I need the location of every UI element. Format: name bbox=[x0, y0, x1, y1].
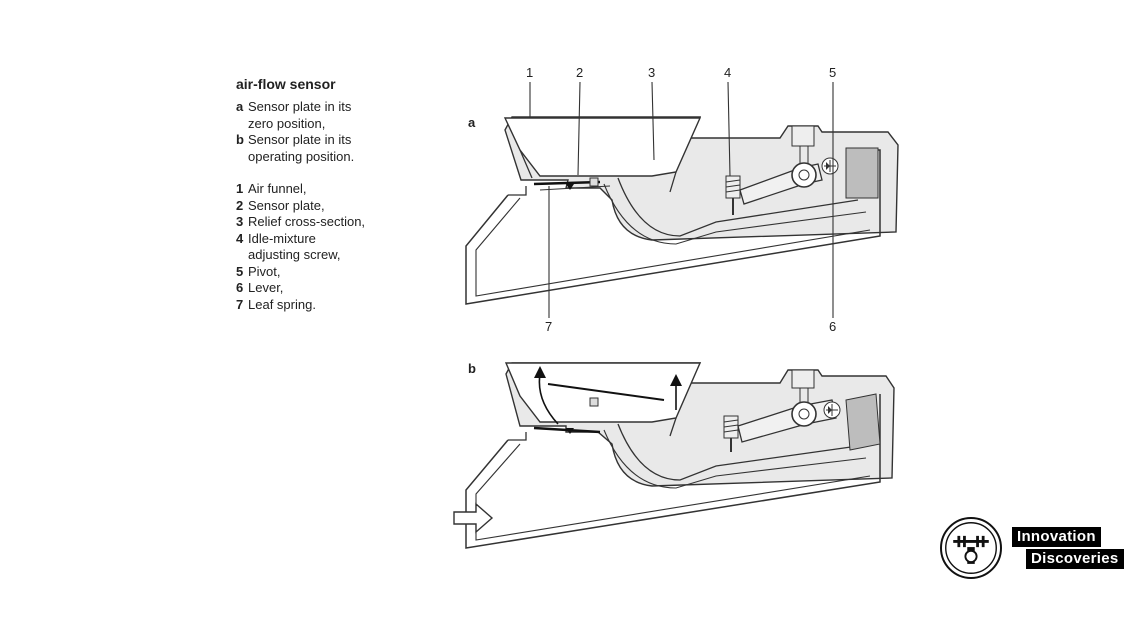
callout-5: 5 bbox=[829, 65, 836, 80]
legend-row-a: a Sensor plate in its zero position, bbox=[236, 99, 436, 132]
adjusting-screw-b bbox=[723, 415, 739, 452]
watermark-line-1: Innovation bbox=[1012, 527, 1101, 547]
callout-4: 4 bbox=[724, 65, 731, 80]
counterweight-a bbox=[845, 147, 879, 199]
sensor-plate-a bbox=[533, 180, 601, 186]
callout-2: 2 bbox=[576, 65, 583, 80]
legend-key: b bbox=[236, 132, 244, 147]
callout-6: 6 bbox=[829, 319, 836, 334]
legend-key: 6 bbox=[236, 280, 244, 295]
legend-key: 4 bbox=[236, 230, 244, 246]
watermark-line-2: Discoveries bbox=[1026, 549, 1124, 569]
legend-text: Lever, bbox=[248, 280, 284, 295]
legend-row-1: 1 Air funnel, bbox=[236, 181, 436, 198]
legend-text: Sensor plate, bbox=[248, 197, 325, 213]
legend-key: a bbox=[236, 99, 244, 114]
legend-title: air-flow sensor bbox=[236, 76, 336, 92]
airflow-arrow-left bbox=[538, 373, 559, 425]
adjusting-screw-a bbox=[725, 175, 741, 215]
legend-text: Sensor plate in its operating position. bbox=[248, 132, 355, 164]
legend-text: Idle-mixture adjusting screw, bbox=[248, 230, 341, 263]
legend: air-flow sensor a Sensor plate in its ze… bbox=[236, 76, 436, 329]
sensor-plate-b bbox=[533, 426, 601, 434]
innovation-discoveries-logo bbox=[940, 517, 1002, 579]
legend-row-3: 3 Relief cross-section, bbox=[236, 214, 436, 231]
legend-key: 7 bbox=[236, 296, 244, 312]
legend-key: 2 bbox=[236, 197, 244, 213]
legend-text: Leaf spring. bbox=[248, 296, 316, 312]
legend-text: Sensor plate in its zero position, bbox=[248, 99, 352, 131]
callout-3: 3 bbox=[648, 65, 655, 80]
legend-text: Pivot, bbox=[248, 263, 281, 279]
legend-row-b: b Sensor plate in its operating position… bbox=[236, 132, 436, 165]
diagram-a: a bbox=[465, 65, 899, 334]
air-channel-b bbox=[465, 394, 881, 549]
legend-key: 1 bbox=[236, 181, 244, 196]
positions-list: a Sensor plate in its zero position, b S… bbox=[236, 99, 436, 165]
diagram-b-label: b bbox=[468, 361, 476, 376]
air-funnel-a bbox=[503, 117, 702, 177]
legend-key: 5 bbox=[236, 263, 244, 279]
diagram-a-label: a bbox=[468, 115, 476, 130]
legend-row-6: 6 Lever, bbox=[236, 280, 436, 297]
counterweight-b bbox=[845, 393, 881, 451]
legend-text: Relief cross-section, bbox=[248, 214, 366, 229]
legend-key: 3 bbox=[236, 214, 244, 229]
callout-7: 7 bbox=[545, 319, 552, 334]
callout-1: 1 bbox=[526, 65, 533, 80]
watermark: Innovation Discoveries bbox=[940, 517, 1124, 579]
diagram-b: b bbox=[453, 361, 895, 549]
inlet-arrow bbox=[453, 502, 494, 534]
legend-text: Air funnel, bbox=[248, 181, 307, 196]
